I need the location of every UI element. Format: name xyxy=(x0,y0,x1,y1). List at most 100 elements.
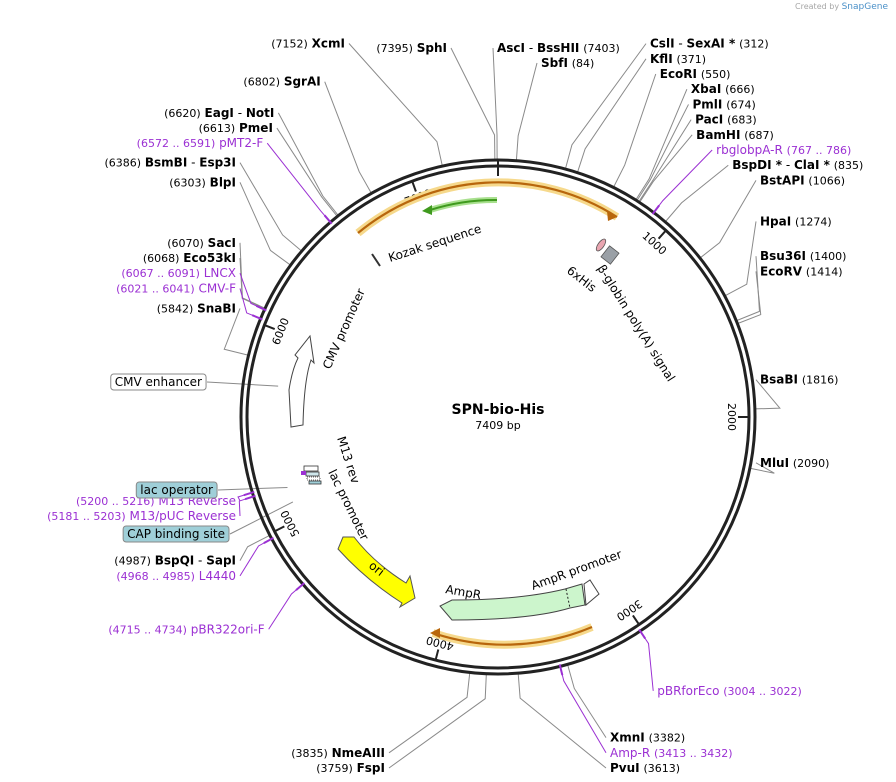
leader-paci xyxy=(638,119,692,203)
site-pos: (84) xyxy=(572,57,595,70)
site-label-bsu36i: Bsu36I (1400) xyxy=(760,249,846,263)
tick-label-2000: 2000 xyxy=(725,403,738,431)
site-name: M13/pUC Reverse xyxy=(130,509,237,523)
primer-mark-pbrforeco xyxy=(638,628,647,640)
green-feature-arrow xyxy=(422,205,432,215)
site-label-bspdi: BspDI * - ClaI * (835) xyxy=(732,158,863,172)
site-label-pbrforeco: pBRforEco (3004 .. 3022) xyxy=(657,684,802,698)
site-pos: (6620) xyxy=(164,107,201,120)
site-pos: (683) xyxy=(727,114,757,127)
site-name: BsaBI xyxy=(760,373,798,387)
feature-label-cmv-enhancer: CMV enhancer xyxy=(115,375,202,389)
site-pos: (835) xyxy=(834,159,864,172)
site-pos: (1400) xyxy=(810,250,847,263)
primer-mark-rbglobpa-r xyxy=(651,204,660,215)
site-pos: (371) xyxy=(677,53,707,66)
site-label-saci: (6070) SacI xyxy=(167,236,236,250)
site-label-sphi: (7395) SphI xyxy=(376,41,447,55)
site-name2: ClaI * xyxy=(794,158,831,172)
site-name: LNCX xyxy=(204,266,236,280)
site-sep: - xyxy=(782,158,794,172)
leader-l4440 xyxy=(239,538,272,577)
ampr-promoter-arrow xyxy=(583,579,600,606)
tick-label-1000: 1000 xyxy=(639,229,669,257)
site-name: pBRforEco xyxy=(657,684,719,698)
site-pos: (687) xyxy=(744,129,774,142)
plasmid-name: SPN-bio-His xyxy=(452,402,545,418)
leader-bsu36i xyxy=(736,256,760,322)
leader-pbrforeco xyxy=(639,630,654,691)
tick-7000 xyxy=(411,180,417,192)
lac-cluster xyxy=(301,465,322,485)
leader-xcmi xyxy=(348,43,443,167)
leader-asci xyxy=(492,47,498,161)
site-pos: (3413 .. 3432) xyxy=(654,747,733,760)
site-label-xmni: XmnI (3382) xyxy=(610,731,685,745)
leader-snabi xyxy=(223,308,249,356)
site-pos: (4715 .. 4734) xyxy=(108,623,187,636)
leader-pmei xyxy=(276,127,338,217)
site-pos: (3759) xyxy=(316,762,353,775)
primer-mark-m13-puc-reverse xyxy=(244,494,256,501)
site-pos: (7152) xyxy=(271,38,308,51)
primer-mark-cmv-f xyxy=(251,314,263,321)
site-sep: - xyxy=(194,554,206,568)
site-label-xbai: XbaI (666) xyxy=(691,82,755,96)
site-pos: (3613) xyxy=(643,762,680,775)
primer-marks xyxy=(243,204,660,676)
tick-1000 xyxy=(657,229,667,240)
leader-amp-r xyxy=(559,666,607,754)
site-label-pmei: (6613) PmeI xyxy=(199,121,273,135)
leader-blpi xyxy=(239,182,291,266)
site-name: SphI xyxy=(417,41,447,55)
site-pos: (6067 .. 6091) xyxy=(121,267,200,280)
leader-bsabi xyxy=(754,379,781,410)
cmv-promoter-arrow xyxy=(288,334,315,428)
site-name2: SapI xyxy=(206,554,236,568)
label-cmv-promoter: CMV promoter xyxy=(320,287,368,372)
credit-prefix: Created by xyxy=(795,2,840,11)
site-name: Eco53kI xyxy=(183,251,236,265)
site-label-sgrai: (6802) SgrAI xyxy=(243,75,320,89)
site-pos: (6613) xyxy=(199,122,236,135)
feature-label-cap-binding-site: CAP binding site xyxy=(127,527,225,541)
site-label-asci: AscI - BssHII (7403) xyxy=(497,41,620,55)
leader-ecori xyxy=(613,73,657,188)
site-pos: (1066) xyxy=(808,174,845,187)
leader-bamhi xyxy=(639,134,693,203)
site-name: BspDI * xyxy=(732,158,782,172)
site-pos: (6572 .. 6591) xyxy=(137,137,216,150)
site-label-bsabi: BsaBI (1816) xyxy=(760,373,838,387)
site-pos: (6068) xyxy=(143,252,180,265)
site-label-lncx: (6067 .. 6091) LNCX xyxy=(121,266,236,280)
site-label-hpai: HpaI (1274) xyxy=(760,214,832,228)
leader-lines xyxy=(206,43,781,769)
plasmid-length: 7409 bp xyxy=(475,419,520,432)
leader-pmt2-f xyxy=(266,142,331,223)
leader-mlui xyxy=(749,462,775,474)
his-tag-mark xyxy=(595,238,607,252)
tick-5000 xyxy=(274,525,285,533)
site-name: AscI xyxy=(497,41,525,55)
site-labels: CslI - SexAI * (312)KflI (371)EcoRI (550… xyxy=(47,37,863,775)
label-kozak-sequence: Kozak sequence xyxy=(387,222,483,265)
kozak-mark xyxy=(371,253,381,267)
site-sep: - xyxy=(675,37,687,51)
site-label-bstapi: BstAPI (1066) xyxy=(760,173,845,187)
site-label-pvui: PvuI (3613) xyxy=(610,761,680,775)
site-name: SnaBI xyxy=(197,301,236,315)
label-beta-globin-polya: β-globin poly(A) signal xyxy=(594,262,677,384)
site-pos: (312) xyxy=(739,38,769,51)
site-name: BlpI xyxy=(210,175,236,189)
site-name: XmnI xyxy=(610,731,645,745)
site-pos: (5200 .. 5216) xyxy=(76,495,155,508)
tick-label-6000: 6000 xyxy=(270,316,292,347)
site-label-pbr322ori-f: (4715 .. 4734) pBR322ori-F xyxy=(108,622,264,636)
site-label-pmt2-f: (6572 .. 6591) pMT2-F xyxy=(137,136,264,150)
site-pos: (550) xyxy=(701,68,731,81)
site-label-bamhi: BamHI (687) xyxy=(696,128,774,142)
site-name: EagI xyxy=(205,106,234,120)
site-name: XcmI xyxy=(312,37,345,51)
tick-4000 xyxy=(434,649,440,661)
